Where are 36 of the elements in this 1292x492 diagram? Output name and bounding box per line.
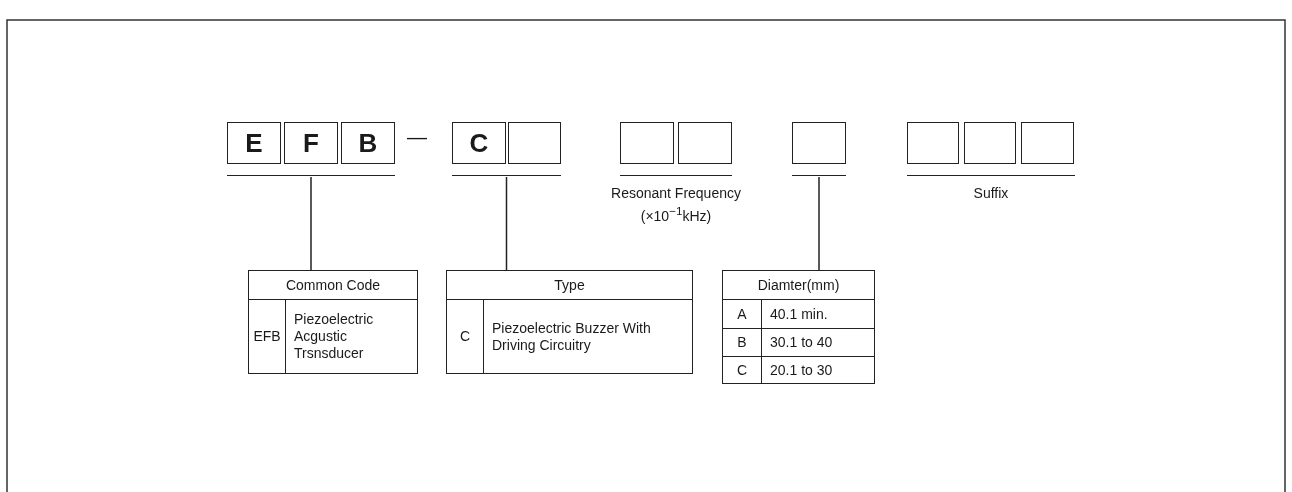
code-cell: C <box>723 357 762 383</box>
table-header: Common Code <box>249 271 417 300</box>
code-table <box>446 270 693 374</box>
description-cell: 40.1 min. <box>762 300 874 329</box>
code-table <box>248 270 418 374</box>
underline-bar <box>227 175 395 177</box>
empty-box <box>678 122 732 164</box>
connector-line <box>505 176 508 271</box>
table-header: Type <box>447 271 692 300</box>
code-letter-box: F <box>284 122 338 164</box>
empty-box <box>964 122 1016 164</box>
description-cell-text: 20.1 to 30 <box>769 360 834 380</box>
code-cell: B <box>723 329 762 357</box>
dash-separator: — <box>407 126 427 149</box>
description-cell-text: Piezoelectric Acgustic Trsnsducer <box>293 310 375 363</box>
empty-box <box>1021 122 1074 164</box>
field-caption: Resonant Frequency (×10$^{−1}$kHz) <box>610 184 742 225</box>
empty-box <box>907 122 959 164</box>
code-cell: EFB <box>249 300 286 373</box>
field-caption: Suffix <box>972 184 1010 202</box>
empty-box <box>792 122 846 164</box>
underline-bar <box>792 175 846 177</box>
underline-bar <box>452 175 561 177</box>
description-cell: 30.1 to 40 <box>762 329 874 357</box>
empty-box <box>620 122 674 164</box>
connector-line <box>310 176 312 271</box>
code-table <box>722 270 875 384</box>
code-letter-box: C <box>452 122 506 164</box>
code-cell: C <box>447 300 484 373</box>
empty-box <box>508 122 561 164</box>
code-letter-box: B <box>341 122 395 164</box>
table-header: Diamter(mm) <box>723 271 874 300</box>
code-letter-box: E <box>227 122 281 164</box>
connector-line <box>818 176 820 271</box>
code-cell: A <box>723 300 762 329</box>
description-cell-text: Piezoelectric Buzzer With Driving Circuitry <box>491 318 652 355</box>
